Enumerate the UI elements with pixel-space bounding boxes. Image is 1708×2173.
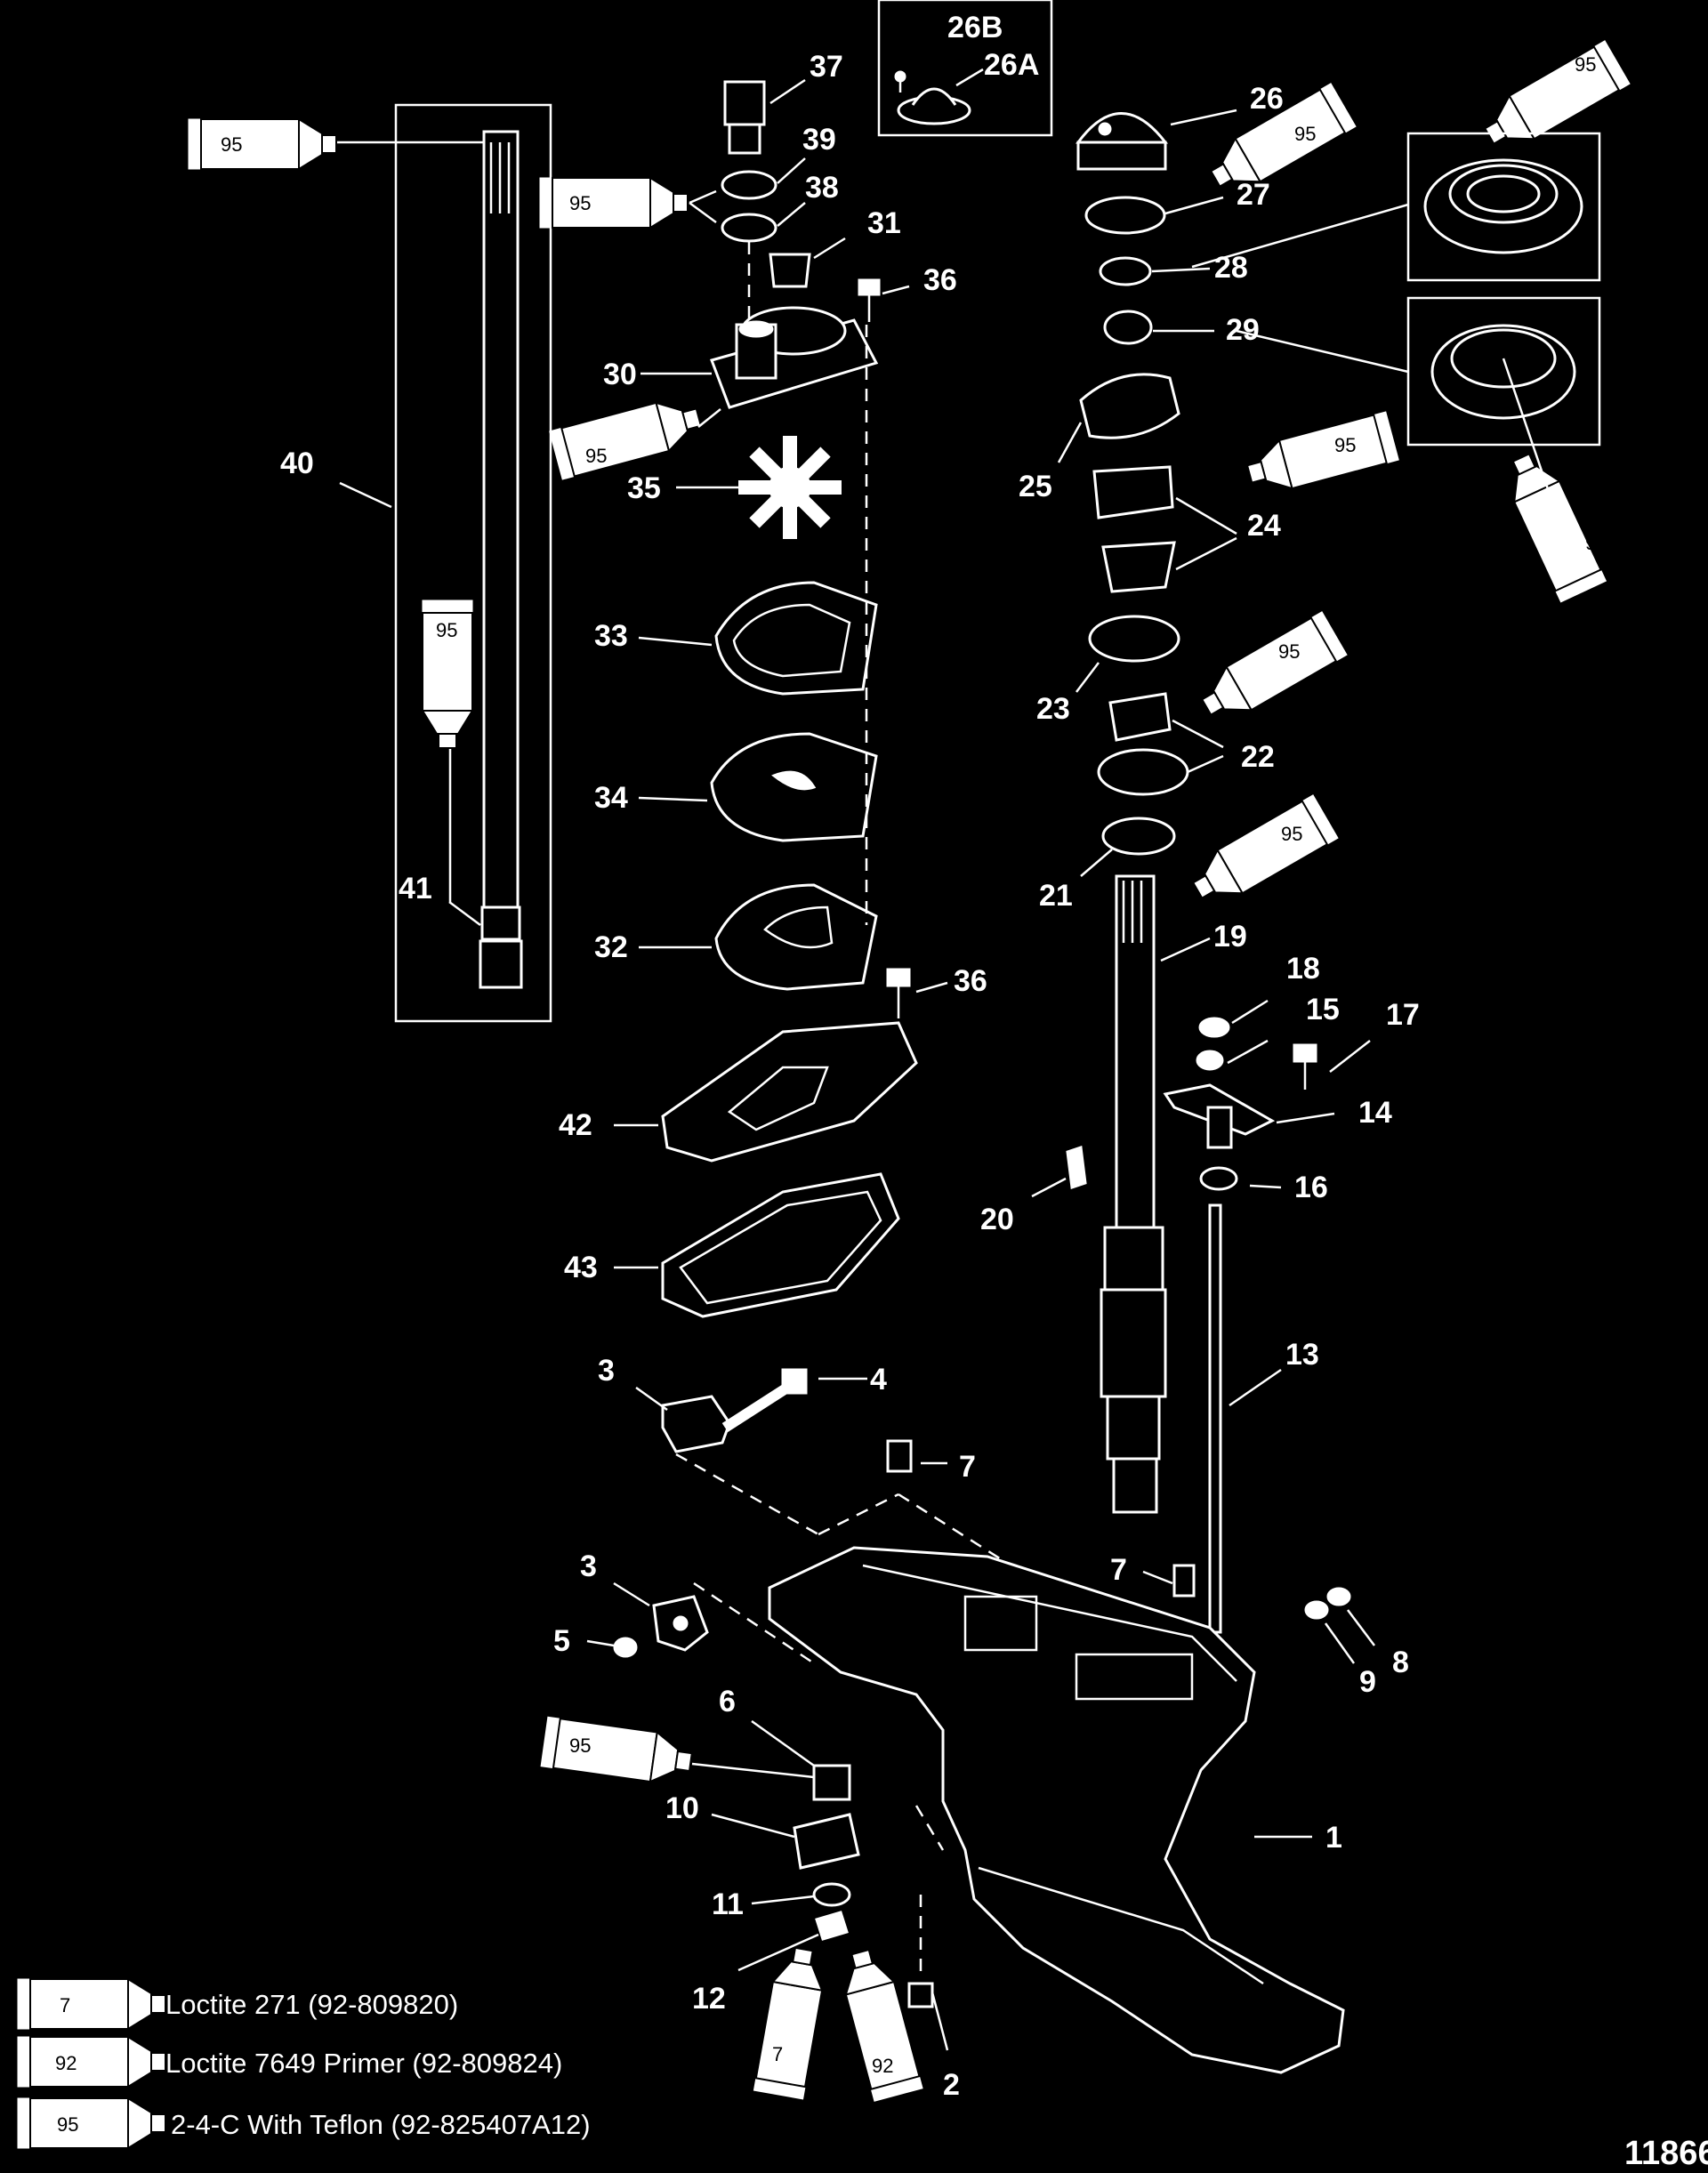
label-7: 7: [1110, 1553, 1127, 1587]
tube-loctite-271: 7: [753, 1944, 830, 2100]
coupler: [479, 939, 523, 989]
legend-text: 2-4-C With Teflon (92-825407A12): [171, 2109, 591, 2140]
label-13: 13: [1285, 1338, 1319, 1372]
label-38: 38: [805, 171, 839, 205]
detail-box-26: 26B 26A: [877, 0, 1053, 137]
tube-label: 95: [569, 192, 591, 214]
label-3: 3: [580, 1549, 597, 1583]
gear-case-assembly: [586, 1368, 1345, 2074]
bearing-detail-upper: [1191, 132, 1601, 282]
label-11: 11: [712, 1887, 744, 1921]
label-27: 27: [1237, 178, 1270, 212]
label-5: 5: [553, 1624, 570, 1658]
bearing-detail-lower: [1236, 296, 1601, 490]
label-3: 3: [598, 1354, 615, 1388]
label-36: 36: [954, 964, 987, 998]
label-26: 26: [1250, 82, 1284, 116]
label-22: 22: [1241, 740, 1275, 774]
driveshaft-extension-box: [325, 103, 552, 1023]
driveshaft: [1115, 874, 1156, 1229]
tube-seal: 95: [539, 177, 717, 229]
tube-label: 95: [1294, 123, 1316, 145]
label-29: 29: [1226, 313, 1260, 347]
label-25: 25: [1019, 470, 1052, 503]
label-18: 18: [1286, 952, 1320, 986]
label-17: 17: [1386, 998, 1420, 1032]
tube-cup: 95: [1476, 39, 1631, 159]
label-15: 15: [1306, 993, 1340, 1026]
label-35: 35: [627, 471, 661, 505]
label-37: 37: [810, 50, 843, 84]
water-pump-assembly: [614, 78, 948, 1318]
tube-shaft-lower: 95: [422, 600, 473, 749]
label-4: 4: [870, 1363, 887, 1396]
label-20: 20: [980, 1203, 1014, 1236]
legend-code: 7: [60, 1994, 70, 2016]
legend-item-95: 95 2-4-C With Teflon (92-825407A12): [17, 2097, 591, 2149]
tube-label: 7: [772, 2043, 783, 2065]
impeller: [738, 436, 842, 539]
label-6: 6: [719, 1685, 736, 1718]
label-9: 9: [1359, 1665, 1376, 1699]
label-36: 36: [923, 263, 957, 297]
label-42: 42: [559, 1108, 592, 1142]
label-12: 12: [692, 1982, 726, 2016]
label-24: 24: [1247, 509, 1281, 543]
driveshaft-assembly: [886, 109, 1375, 1664]
diagram-number: 11866: [1624, 2135, 1708, 2172]
tube-gasket: 95: [548, 391, 721, 481]
tube-label: 95: [1334, 434, 1356, 456]
label-30: 30: [603, 358, 637, 391]
label-28: 28: [1214, 251, 1248, 285]
tube-label: 95: [1278, 640, 1300, 663]
legend-item-7: 7 Loctite 271 (92-809820): [17, 1978, 458, 2030]
label-14: 14: [1358, 1096, 1392, 1130]
tube-label: 95: [1281, 823, 1302, 845]
tube-shaft: 95: [1184, 793, 1339, 913]
label-2: 2: [943, 2068, 960, 2102]
tube-label: 95: [569, 1734, 591, 1757]
legend-text: Loctite 7649 Primer (92-809824): [165, 2048, 562, 2079]
tube-bearing: 95: [1193, 610, 1348, 730]
tube-bearing-box-bottom: 95: [1497, 446, 1607, 603]
legend-text: Loctite 271 (92-809820): [165, 1989, 458, 2020]
tube-label: 92: [872, 2055, 893, 2077]
label-39: 39: [802, 123, 836, 157]
label-23: 23: [1036, 692, 1070, 726]
label-7: 7: [959, 1450, 976, 1484]
label-32: 32: [594, 930, 628, 964]
tube-race: 95: [1242, 410, 1400, 500]
legend-code: 92: [55, 2052, 77, 2074]
label-21: 21: [1039, 879, 1073, 913]
label-34: 34: [594, 781, 628, 815]
tube-label: 95: [436, 619, 457, 641]
label-41: 41: [399, 872, 432, 905]
label-26b: 26B: [947, 11, 1003, 44]
tube-label: 95: [1585, 532, 1607, 554]
label-8: 8: [1392, 1646, 1409, 1679]
label-40: 40: [280, 447, 314, 480]
tube-pinion: 95: [540, 1716, 815, 1788]
driveshaft-extension: [482, 130, 520, 914]
label-16: 16: [1294, 1171, 1328, 1204]
tube-label: 95: [221, 133, 242, 156]
legend-code: 95: [57, 2113, 78, 2136]
label-10: 10: [665, 1791, 699, 1825]
legend: 7 Loctite 271 (92-809820) 92 Loctite 764…: [17, 1978, 591, 2149]
label-19: 19: [1213, 920, 1247, 954]
legend-item-92: 92 Loctite 7649 Primer (92-809824): [17, 2036, 562, 2088]
label-43: 43: [564, 1251, 598, 1284]
tube-label: 95: [585, 445, 607, 467]
label-1: 1: [1325, 1821, 1342, 1855]
tube-o-ring: 95: [1202, 82, 1357, 202]
label-31: 31: [867, 206, 901, 240]
label-26a: 26A: [984, 48, 1039, 82]
tube-label: 95: [1575, 53, 1596, 76]
tube-loctite-primer: 92: [834, 1944, 924, 2103]
tube-driveshaft-top: 95: [188, 118, 337, 170]
part-labels: 1 2 3 3 4 5 6 7 7 8 9 10 11 12 13 14 15 …: [280, 50, 1420, 2102]
label-33: 33: [594, 619, 628, 653]
